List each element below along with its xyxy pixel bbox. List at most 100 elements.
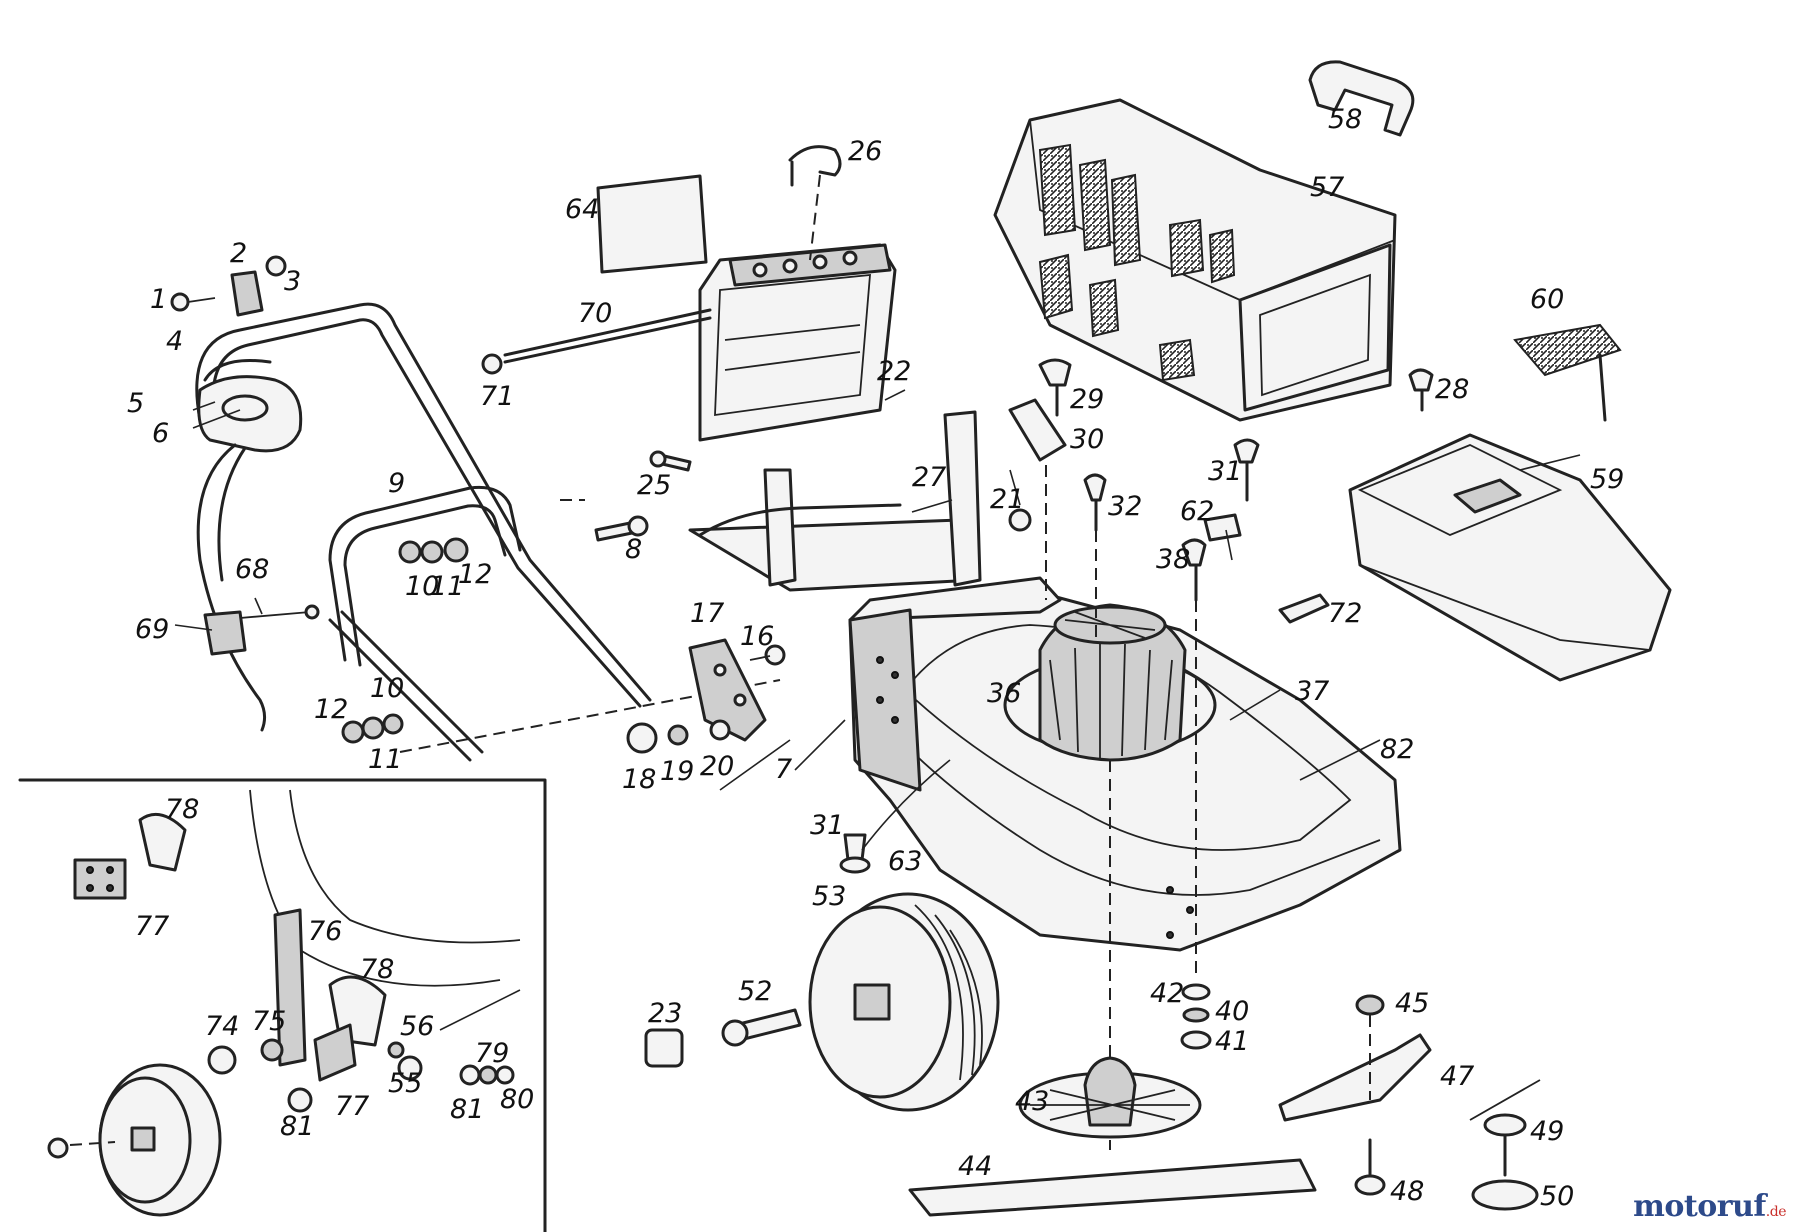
label-69: 69 [135, 614, 169, 645]
watermark-logo: motoruf.de [1633, 1189, 1786, 1224]
screw-1 [170, 292, 190, 312]
label-12a: 12 [458, 559, 492, 590]
label-64: 64 [565, 194, 599, 225]
label-71: 71 [480, 381, 514, 412]
label-40: 40 [1215, 996, 1249, 1027]
label-45: 45 [1395, 988, 1429, 1019]
cable-plug [203, 610, 247, 656]
label-53: 53 [812, 881, 846, 912]
handle-assembly [170, 255, 781, 762]
label-42: 42 [1150, 978, 1184, 1009]
label-30: 30 [1070, 424, 1104, 455]
label-52: 52 [738, 976, 772, 1007]
label-8: 8 [625, 534, 642, 565]
label-2: 2 [230, 238, 247, 269]
label-16: 16 [740, 621, 774, 652]
knob-18 [626, 722, 658, 754]
label-36: 36 [987, 678, 1021, 709]
label-50: 50 [1540, 1181, 1574, 1212]
label-63: 63 [888, 846, 922, 877]
label-38: 38 [1156, 544, 1190, 575]
label-25: 25 [637, 470, 671, 501]
cable-clip [230, 270, 264, 317]
wheel-assembly [644, 719, 1000, 1112]
label-11b: 11 [368, 744, 402, 775]
label-81b: 81 [450, 1094, 484, 1125]
inset-detail [18, 778, 547, 1232]
label-20: 20 [700, 751, 734, 782]
label-56: 56 [400, 1011, 434, 1042]
label-19: 19 [660, 756, 694, 787]
label-74: 74 [205, 1011, 239, 1042]
cap-23 [644, 1028, 684, 1068]
label-7: 7 [775, 754, 792, 785]
label-81a: 81 [280, 1111, 314, 1142]
label-9: 9 [388, 468, 405, 499]
label-10b: 10 [370, 673, 404, 704]
label-3: 3 [284, 266, 301, 297]
label-77b: 77 [335, 1091, 369, 1122]
clip-72 [1278, 593, 1330, 624]
label-47: 47 [1440, 1061, 1474, 1092]
label-76: 76 [308, 916, 342, 947]
label-28: 28 [1435, 374, 1469, 405]
frame-22 [698, 243, 897, 442]
label-78b: 78 [360, 954, 394, 985]
label-31a: 31 [1208, 456, 1242, 487]
label-37: 37 [1295, 676, 1329, 707]
screw-21 [1008, 508, 1032, 532]
label-75: 75 [252, 1006, 286, 1037]
label-58: 58 [1328, 104, 1362, 135]
label-48: 48 [1390, 1176, 1424, 1207]
label-55: 55 [388, 1068, 422, 1099]
foot-50 [1471, 1179, 1539, 1211]
nut-71 [481, 353, 503, 375]
lever-76 [273, 908, 307, 1067]
deck-body [848, 588, 1402, 952]
label-79: 79 [475, 1038, 509, 1069]
blade-assembly [908, 760, 1541, 1217]
label-32: 32 [1108, 491, 1142, 522]
nut-3 [265, 255, 287, 277]
label-23: 23 [648, 998, 682, 1029]
watermark-brand: motoruf [1633, 1189, 1766, 1224]
label-68: 68 [235, 554, 269, 585]
label-59: 59 [1590, 464, 1624, 495]
cover-59 [1348, 433, 1672, 682]
label-5: 5 [127, 388, 144, 419]
label-12b: 12 [314, 694, 348, 725]
label-plate-64 [596, 174, 708, 274]
height-adjuster [626, 638, 786, 754]
label-1: 1 [150, 284, 167, 315]
label-80: 80 [500, 1084, 534, 1115]
label-77a: 77 [135, 911, 169, 942]
label-70: 70 [578, 298, 612, 329]
motor-cover [1233, 323, 1672, 682]
part-labels: 1 2 3 4 5 6 7 8 9 10 11 12 10 11 12 16 1… [127, 104, 1624, 1212]
label-82: 82 [1380, 734, 1414, 765]
label-6: 6 [152, 418, 169, 449]
mower-deck [839, 358, 1402, 980]
label-44: 44 [958, 1151, 992, 1182]
label-10a: 10 [405, 571, 439, 602]
clip-30 [1008, 398, 1067, 462]
label-18: 18 [622, 764, 656, 795]
label-17: 17 [690, 598, 724, 629]
grass-bag [993, 60, 1415, 422]
label-21: 21 [990, 484, 1024, 515]
catcher-frame [481, 145, 982, 592]
label-29: 29 [1070, 384, 1104, 415]
label-41: 41 [1215, 1026, 1249, 1057]
label-22: 22 [877, 356, 911, 387]
label-4: 4 [166, 326, 183, 357]
label-49: 49 [1530, 1116, 1564, 1147]
watermark-suffix: .de [1765, 1204, 1787, 1220]
handle-58 [1308, 60, 1415, 137]
label-11a: 11 [430, 571, 464, 602]
label-72: 72 [1328, 598, 1362, 629]
label-26: 26 [848, 136, 882, 167]
label-62: 62 [1180, 496, 1214, 527]
label-78a: 78 [165, 794, 199, 825]
